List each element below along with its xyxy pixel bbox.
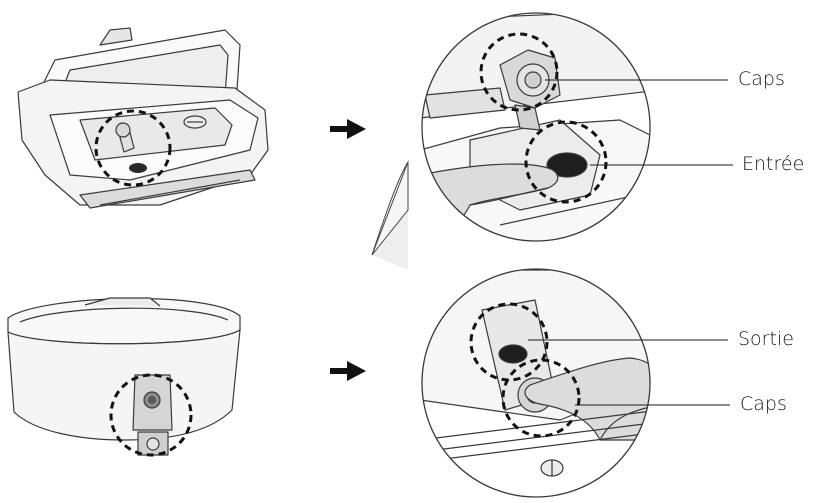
device-top-view: [17, 27, 269, 209]
right-arrow-icon: [330, 119, 366, 139]
zoom-detail-bottom: [421, 268, 651, 498]
label-sortie: Sortie: [738, 328, 794, 350]
label-entree: Entrée: [742, 153, 805, 175]
highlight-circle-sortie: [469, 302, 549, 382]
label-caps-top: Caps: [738, 68, 785, 90]
highlight-circle-bottom-left: [109, 373, 193, 457]
zoom-detail-top: [421, 12, 651, 242]
highlight-circle-top-left: [94, 109, 172, 187]
highlight-circle-entree: [524, 120, 608, 204]
right-arrow-icon: [330, 361, 366, 381]
label-caps-bottom: Caps: [740, 393, 787, 415]
highlight-circle-caps-top: [479, 32, 559, 112]
highlight-circle-caps-bottom: [501, 358, 581, 438]
device-side-view: [7, 297, 241, 456]
zoom-wedge: [371, 160, 409, 270]
